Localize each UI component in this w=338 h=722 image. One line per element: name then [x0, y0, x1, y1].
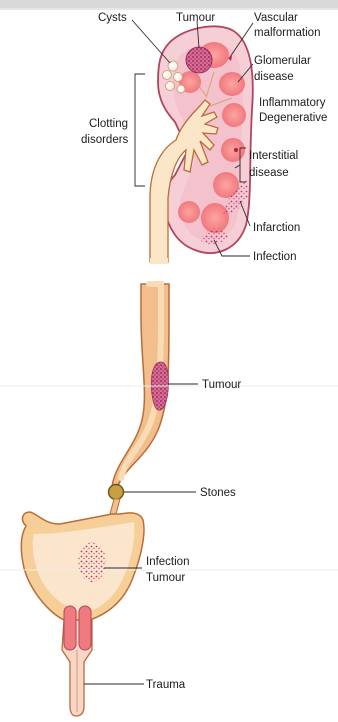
label-trauma: Trauma: [146, 679, 186, 691]
bladder-lesion: [78, 542, 106, 582]
kidney: [150, 26, 253, 262]
bladder: [21, 512, 144, 620]
label-infarction: Infarction: [253, 222, 300, 234]
label-infection-kidney: Infection: [253, 251, 296, 263]
prostate-left: [64, 606, 76, 650]
ureter: [109, 284, 170, 514]
upper-ureter: [150, 258, 168, 264]
kidney-tumour: [186, 47, 212, 73]
urethra: [62, 606, 92, 716]
top-strip: [0, 0, 338, 8]
label-glomerular-disease: disease: [254, 71, 294, 83]
label-infection-bladder: Infection: [146, 556, 189, 568]
label-degenerative: Degenerative: [259, 112, 327, 124]
label-tumour-kidney: Tumour: [176, 12, 215, 24]
label-inflammatory: Inflammatory: [259, 97, 326, 109]
prostate-right: [79, 606, 91, 650]
label-malformation: malformation: [254, 27, 320, 39]
label-cysts: Cysts: [98, 12, 127, 24]
label-disorders: disorders: [81, 134, 129, 146]
label-interstitial-disease: disease: [249, 167, 289, 179]
label-tumour-ureter: Tumour: [202, 379, 241, 391]
label-vascular: Vascular: [254, 12, 298, 24]
label-clotting: Clotting: [89, 118, 128, 130]
ureter-stone: [109, 485, 124, 500]
label-glomerular: Glomerular: [254, 55, 311, 67]
ureter-to-bladder: [110, 499, 120, 514]
label-interstitial: Interstitial: [249, 150, 298, 162]
interstitial-mark: [234, 148, 238, 152]
label-tumour-bladder: Tumour: [146, 572, 185, 584]
label-stones: Stones: [200, 487, 236, 499]
